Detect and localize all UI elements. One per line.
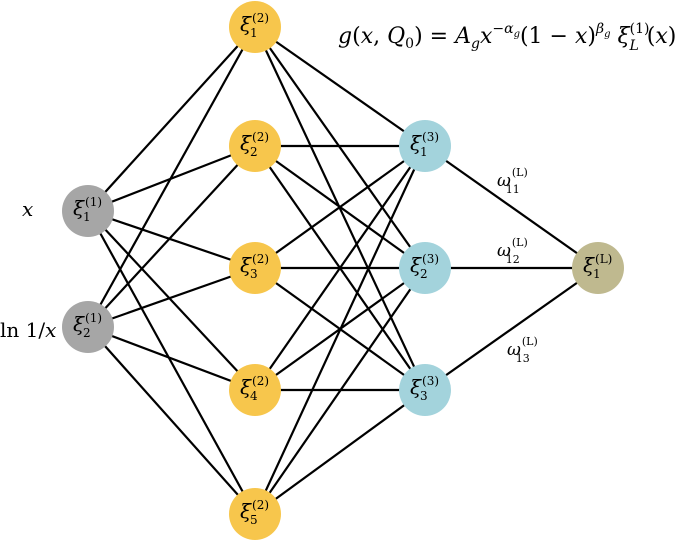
input-node-1 <box>62 185 114 237</box>
weight-label-13: ω(L)13 <box>507 335 538 365</box>
hidden1-node-5-label: ξ(2)5 <box>240 498 269 527</box>
output-node-1-label: ξ(L)1 <box>583 252 612 281</box>
hidden1-node-1-label: ξ(2)1 <box>240 11 269 40</box>
input-node-2-label: ξ(1)2 <box>73 311 102 340</box>
weight-label-11: ω(L)11 <box>497 166 528 196</box>
nodes-group: ξ(1)1 ξ(1)2 ξ(2)1 ξ(2)2 ξ(2)3 ξ(2)4 ξ(2)5 ξ(3)1… <box>62 1 624 540</box>
edge-l2-1-l3-1 <box>254 26 426 147</box>
edge-l2-5-l3-3 <box>254 389 426 515</box>
edge-l1-2-l2-1 <box>87 26 256 328</box>
input-node-2 <box>62 301 114 353</box>
edge-l2-5-l3-2 <box>254 267 426 515</box>
edge-l1-2-l2-4 <box>87 325 256 392</box>
hidden2-node-3 <box>399 364 451 416</box>
hidden1-node-4-label: ξ(2)4 <box>240 374 269 403</box>
input-node-1-label: ξ(1)1 <box>73 195 102 224</box>
hidden1-node-3 <box>229 242 281 294</box>
hidden1-node-2 <box>229 120 281 172</box>
edge-l3-3-out-1 <box>424 267 599 391</box>
hidden1-node-3-label: ξ(2)3 <box>240 252 269 281</box>
hidden1-node-5 <box>229 488 281 540</box>
input-label-ln-inv-x: ln 1/x <box>0 318 56 342</box>
edge-l2-4-l3-1 <box>254 145 426 391</box>
edge-l2-1-l3-2 <box>254 26 426 269</box>
hidden2-node-1 <box>399 120 451 172</box>
hidden1-node-2-label: ξ(2)2 <box>240 130 269 159</box>
hidden2-node-1-label: ξ(3)1 <box>410 130 439 159</box>
input-label-x: x <box>22 197 33 221</box>
edge-l1-1-l2-4 <box>87 210 256 391</box>
hidden2-node-2-label: ξ(3)2 <box>410 252 439 281</box>
edge-l1-1-l2-3 <box>87 209 256 270</box>
edge-l1-1-l2-1 <box>87 26 256 212</box>
weight-label-12: ω(L)12 <box>497 236 528 266</box>
hidden1-node-4 <box>229 364 281 416</box>
edge-l2-1-l3-3 <box>254 26 426 391</box>
gluon-pdf-formula: g(x, Q0) = Agx−αg(1 − x)βg ξ(1)L(x) <box>338 21 676 54</box>
output-node-1 <box>572 242 624 294</box>
edge-l1-1-l2-5 <box>87 210 256 515</box>
edge-l1-2-l2-2 <box>87 145 256 328</box>
hidden2-node-3-label: ξ(3)3 <box>410 374 439 403</box>
edge-l3-1-out-1 <box>424 145 599 269</box>
hidden1-node-1 <box>229 1 281 53</box>
hidden2-node-2 <box>399 242 451 294</box>
edge-l1-2-l2-3 <box>87 266 256 329</box>
edges-group <box>87 26 599 515</box>
edge-l2-5-l3-1 <box>254 145 426 515</box>
edge-l1-2-l2-5 <box>87 326 256 515</box>
edge-l2-3-l3-1 <box>254 145 426 269</box>
